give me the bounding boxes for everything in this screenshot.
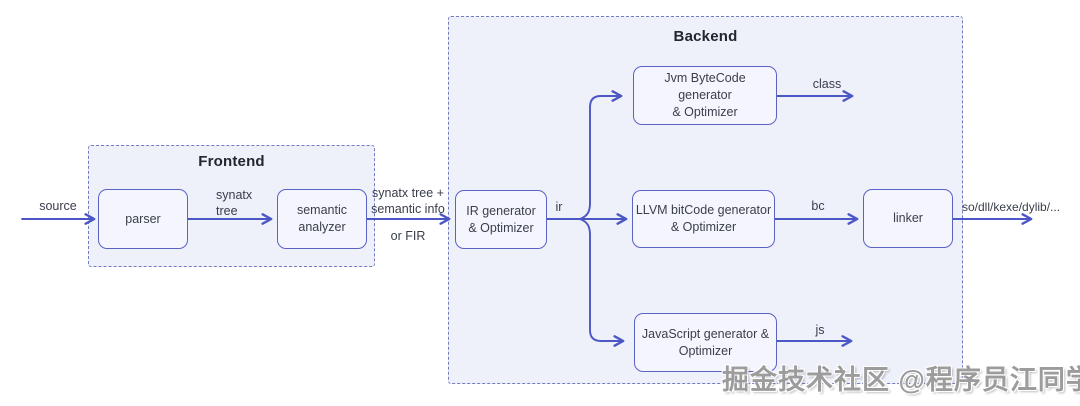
node-llvm-bitcode-generator: LLVM bitCode generator & Optimizer: [632, 190, 775, 248]
label-syntax-tree-semantic-info: synatx tree + semantic info: [371, 186, 445, 216]
label-or-fir: or FIR: [390, 229, 426, 243]
node-parser: parser: [98, 189, 188, 249]
label-js: js: [815, 323, 825, 337]
label-ir: ir: [555, 200, 563, 214]
node-javascript-generator: JavaScript generator & Optimizer: [634, 313, 777, 372]
frontend-group-title: Frontend: [198, 153, 265, 170]
node-semantic-analyzer: semantic analyzer: [277, 189, 367, 249]
label-linker-output: so/dll/kexe/dylib/...: [962, 200, 1061, 214]
node-ir-generator: IR generator & Optimizer: [455, 190, 547, 249]
watermark: 掘金技术社区 @程序员江同学: [722, 365, 1080, 395]
label-syntax-tree: synatx tree: [216, 188, 253, 218]
label-bc: bc: [811, 199, 825, 213]
node-linker: linker: [863, 189, 953, 248]
label-class: class: [812, 77, 842, 91]
backend-group-title: Backend: [673, 28, 738, 45]
node-jvm-bytecode-generator: Jvm ByteCode generator & Optimizer: [633, 66, 777, 125]
label-source: source: [39, 199, 77, 213]
